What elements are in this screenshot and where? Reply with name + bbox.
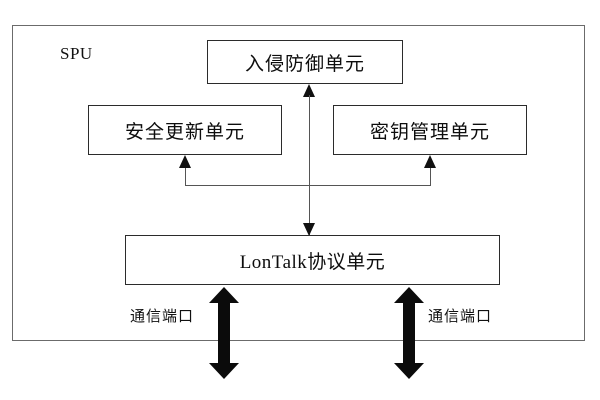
communication-port-label-left: 通信端口 [130, 307, 195, 325]
unit-box-secure-update[interactable]: 安全更新单元 [88, 105, 282, 155]
arrowhead-up-icon [209, 287, 239, 303]
arrowhead-up-to-key-management [424, 155, 436, 168]
communication-port-label-right: 通信端口 [428, 307, 493, 325]
arrowhead-down-icon [394, 363, 424, 379]
arrowhead-down-icon [209, 363, 239, 379]
connector-line-horizontal-bus [185, 185, 431, 186]
communication-port-arrow-left [209, 287, 239, 379]
connector-line-riser-left [185, 166, 186, 186]
communication-port-arrow-right [394, 287, 424, 379]
arrowhead-up-icon [394, 287, 424, 303]
unit-box-key-management-label: 密钥管理单元 [369, 120, 490, 143]
unit-box-intrusion-prevention-label: 入侵防御单元 [244, 52, 365, 75]
arrowhead-up-to-intrusion-prevention [303, 84, 315, 97]
arrowhead-down-to-lontalk [303, 223, 315, 236]
unit-box-intrusion-prevention[interactable]: 入侵防御单元 [207, 40, 403, 84]
unit-box-lontalk-protocol-label: LonTalk协议单元 [239, 251, 386, 273]
unit-box-secure-update-label: 安全更新单元 [124, 120, 245, 143]
unit-box-key-management[interactable]: 密钥管理单元 [333, 105, 527, 155]
arrow-shaft [403, 301, 415, 365]
spu-label: SPU [60, 44, 93, 63]
arrow-shaft [218, 301, 230, 365]
arrowhead-up-to-secure-update [179, 155, 191, 168]
unit-box-lontalk-protocol[interactable]: LonTalk协议单元 [125, 235, 500, 285]
spu-boundary-frame [12, 25, 585, 341]
connector-line-vertical-center [309, 95, 310, 235]
connector-line-riser-right [430, 166, 431, 186]
